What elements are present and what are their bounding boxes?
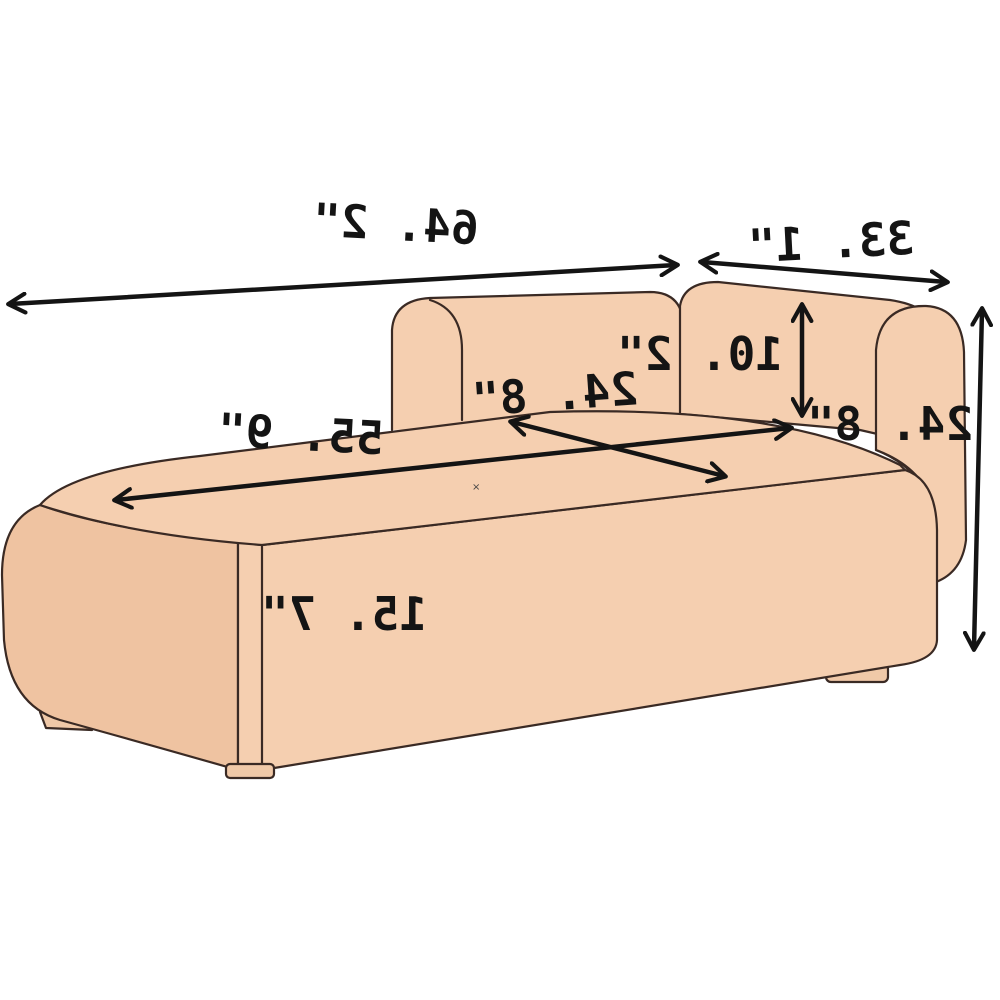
- overall-height-arrow: [974, 310, 982, 648]
- seat-end-cap: [0, 503, 240, 772]
- seat-front-panel: [236, 468, 939, 772]
- side-depth-arrow: [702, 262, 946, 282]
- overall-height-label: 24. 8": [807, 397, 973, 451]
- back-cushion-height-label: 10. 2": [617, 327, 783, 381]
- seat-diagonal-label: 24. 8": [470, 361, 640, 426]
- dimension-lines: [10, 262, 982, 648]
- overall-length-arrow: [10, 265, 676, 304]
- center-mark: ×: [472, 482, 480, 493]
- seat-diagonal-arrow: [512, 422, 724, 476]
- chaise-sofa-illustration: ×: [0, 280, 968, 780]
- dimension-labels: 64. 2" 33. 1" 10. 2" 24. 8" 24. 8" 55. 9…: [216, 193, 973, 641]
- seat-length-label: 55. 9": [216, 403, 385, 466]
- front-leg: [224, 762, 276, 780]
- seat-height-label: 15. 7": [261, 587, 427, 641]
- overall-length-label: 64. 2": [311, 193, 480, 256]
- side-depth-label: 33. 1": [747, 211, 916, 274]
